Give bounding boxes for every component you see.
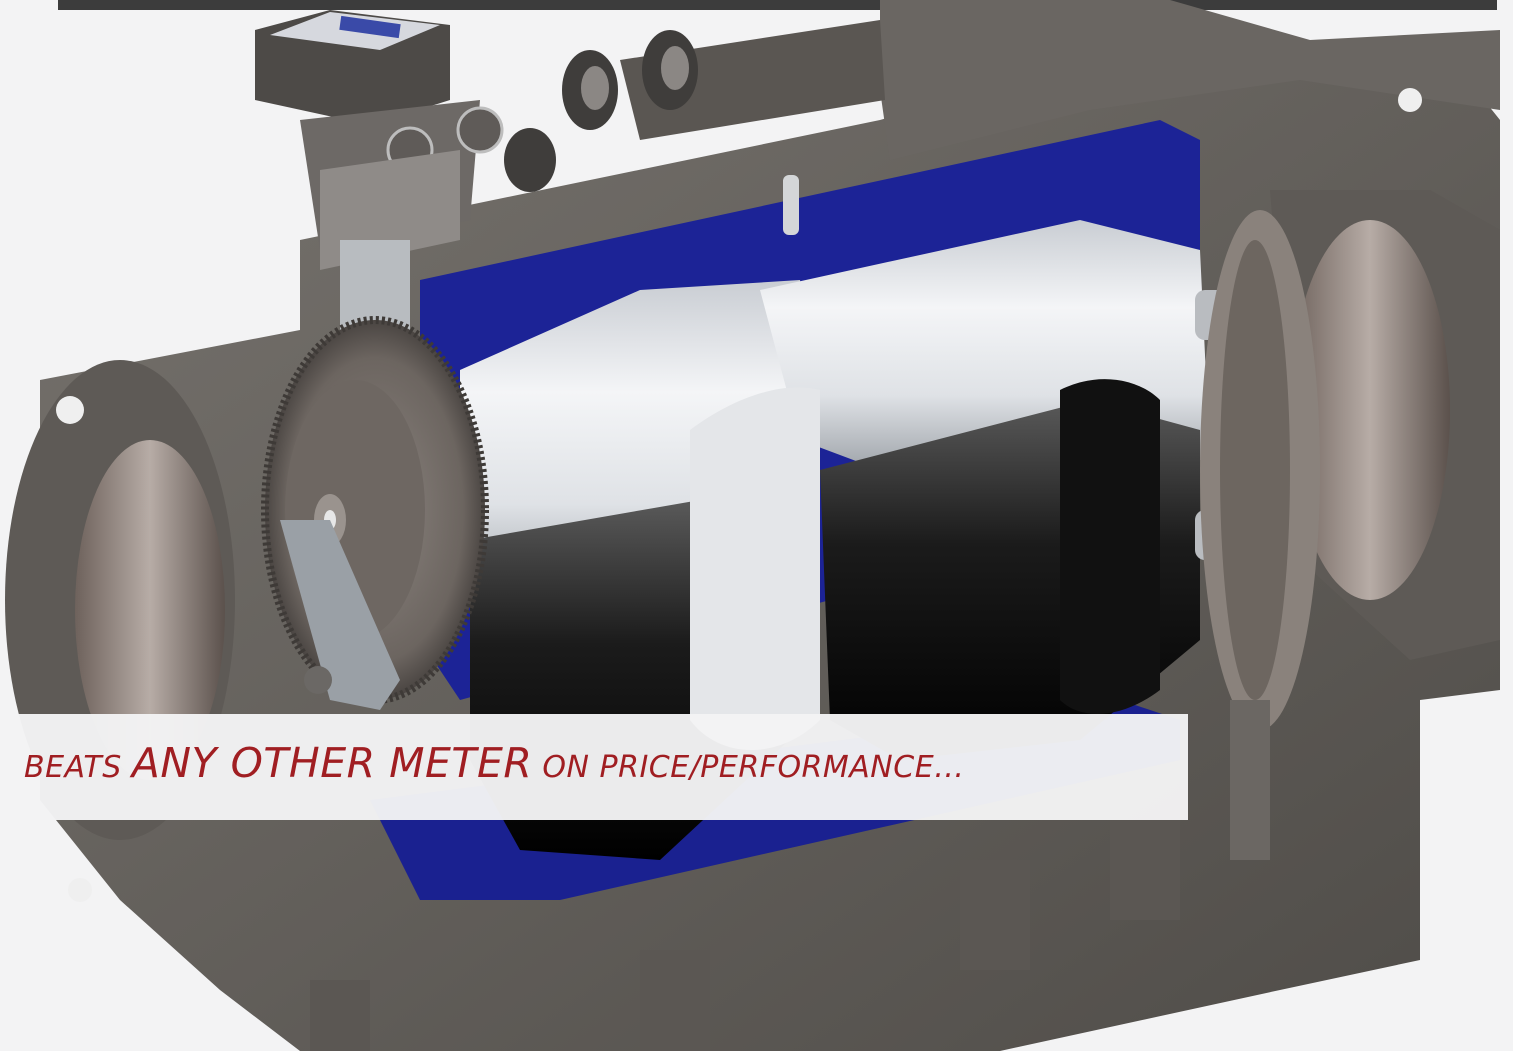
tagline-emphasis: ANY OTHER METER [131, 738, 533, 787]
tagline-part-1: BEATS [24, 749, 132, 785]
tagline-part-3: ON PRICE/PERFORMANCE… [532, 749, 965, 785]
top-bolts [504, 30, 698, 192]
housing-top-flange [880, 0, 1500, 160]
top-bar [58, 0, 1497, 10]
rotor-left [460, 280, 830, 600]
tagline: BEATS ANY OTHER METER ON PRICE/PERFORMAN… [24, 742, 965, 785]
tagline-banner: BEATS ANY OTHER METER ON PRICE/PERFORMAN… [0, 714, 1188, 820]
